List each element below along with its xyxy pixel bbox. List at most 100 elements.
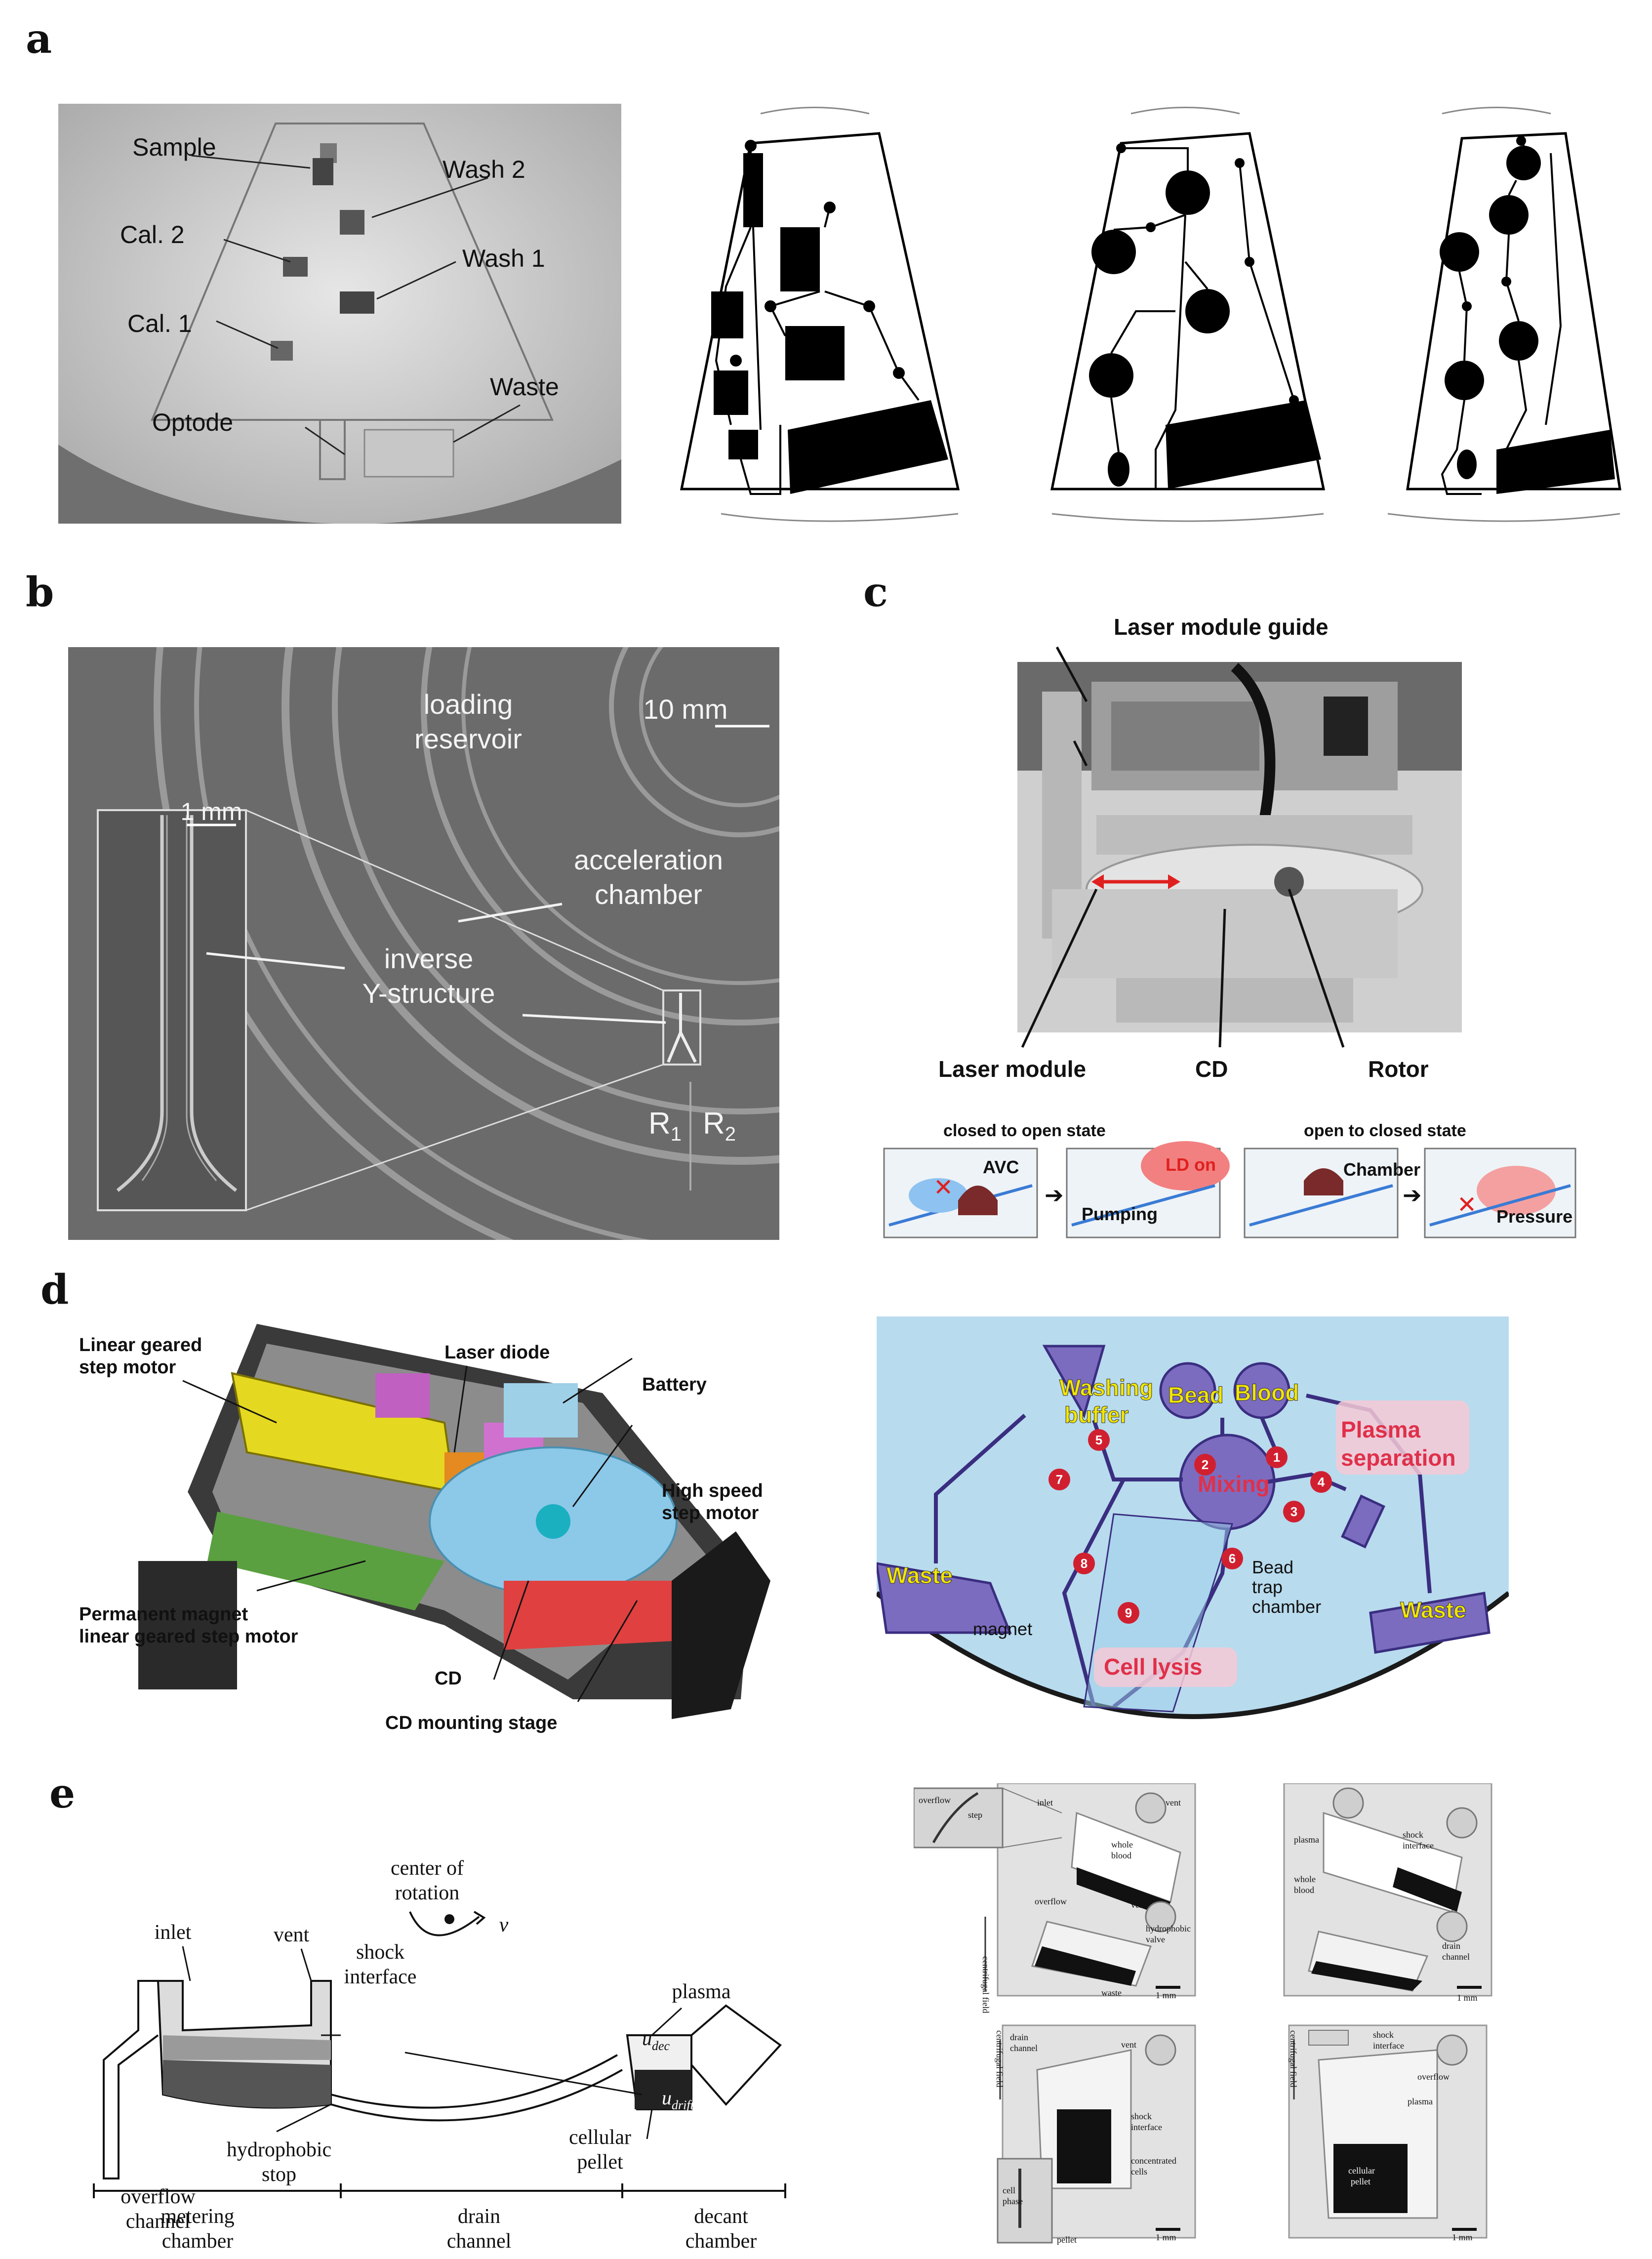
- label-tl-overflow: overflow: [919, 1795, 951, 1805]
- label-cd: CD: [1195, 1056, 1228, 1082]
- label-sample: Sample: [132, 133, 216, 161]
- label-waste-right: Waste: [1400, 1597, 1466, 1623]
- label-bead: Bead: [1168, 1382, 1223, 1408]
- label-bead-trap-3: chamber: [1252, 1597, 1321, 1617]
- label-br-interface: interface: [1373, 2041, 1404, 2051]
- label-inlet: inlet: [155, 1921, 192, 1944]
- label-br-cellular: cellular: [1348, 2166, 1375, 2176]
- label-loading: loading: [424, 689, 513, 720]
- label-tr-blood: blood: [1294, 1885, 1314, 1895]
- label-cd-mounting-stage: CD mounting stage: [385, 1713, 557, 1733]
- label-battery: Battery: [642, 1374, 707, 1395]
- label-scale-10mm: 10 mm: [643, 694, 727, 725]
- svg-text:➔: ➔: [1403, 1182, 1422, 1208]
- label-u-drift-sub: drift: [672, 2098, 694, 2112]
- label-br-pellet: pellet: [1351, 2177, 1370, 2186]
- label-chamber: chamber: [595, 879, 702, 910]
- label-step-motor-2: step motor: [662, 1503, 759, 1523]
- label-open-to-closed: open to closed state: [1304, 1121, 1466, 1140]
- label-decant: decant: [694, 2205, 748, 2228]
- panel-a-schematic-3: [1387, 107, 1621, 522]
- label-pellet: pellet: [577, 2151, 623, 2174]
- label-inverse: inverse: [384, 943, 474, 974]
- label-drain-channel: channel: [447, 2230, 512, 2253]
- label-center-of: center of: [391, 1857, 464, 1880]
- label-r1: R: [648, 1107, 671, 1141]
- label-mixing: Mixing: [1198, 1471, 1270, 1497]
- label-v: v: [499, 1914, 509, 1936]
- label-ld-on: LD on: [1166, 1154, 1216, 1175]
- label-overflow: overflow: [121, 2185, 196, 2208]
- label-tl-hydrophobic: hydrophobic: [1146, 1924, 1191, 1933]
- label-separation: separation: [1341, 1445, 1456, 1471]
- label-tl-valve: valve: [1146, 1934, 1165, 1944]
- panel-label-e: e: [49, 1770, 76, 1817]
- label-tl-step: step: [968, 1810, 982, 1820]
- label-avc: AVC: [983, 1157, 1019, 1177]
- panel-d-cd-layout: 1 2 3 4 5 6 7 8 9 Washing buffer Bead Bl…: [877, 1316, 1509, 1736]
- label-bl-scale: 1 mm: [1156, 2232, 1176, 2242]
- label-wash2: Wash 2: [443, 156, 525, 183]
- label-wash1: Wash 1: [462, 245, 545, 272]
- label-bl-cell: cell: [1003, 2185, 1015, 2195]
- label-metering: metering: [161, 2205, 234, 2228]
- label-tl-inlet: inlet: [1037, 1798, 1053, 1807]
- valve-9: 9: [1125, 1605, 1132, 1620]
- label-tr-shock: shock: [1403, 1830, 1423, 1840]
- label-bl-interface: interface: [1131, 2122, 1162, 2132]
- label-br-shock: shock: [1373, 2030, 1394, 2040]
- label-drain: drain: [458, 2205, 500, 2228]
- panel-label-a: a: [26, 15, 52, 63]
- label-u-drift: u: [662, 2087, 672, 2109]
- label-interface: interface: [344, 1966, 417, 1988]
- valve-1: 1: [1273, 1450, 1280, 1465]
- panel-label-b: b: [26, 569, 54, 616]
- panel-label-c: c: [863, 569, 888, 616]
- label-bl-channel: channel: [1010, 2043, 1038, 2053]
- label-bl-vent: vent: [1121, 2040, 1136, 2050]
- label-bl-shock: shock: [1131, 2111, 1152, 2121]
- panel-e-schematic: center of rotation v inlet vent shock in…: [93, 1857, 786, 2253]
- label-r2-sub: 2: [725, 1123, 736, 1145]
- label-bead-trap-1: Bead: [1252, 1557, 1293, 1577]
- panel-a-schematic-2: [1050, 107, 1326, 522]
- svg-text:✕: ✕: [933, 1175, 953, 1201]
- label-br-overflow: overflow: [1417, 2072, 1450, 2082]
- label-tl-vent-2: vent: [1131, 1900, 1146, 1910]
- svg-text:✕: ✕: [1457, 1192, 1477, 1218]
- label-rotor: Rotor: [1368, 1056, 1429, 1082]
- label-bl-drain: drain: [1010, 2032, 1028, 2042]
- label-bl-pellet: pellet: [1057, 2235, 1077, 2245]
- label-reservoir: reservoir: [414, 723, 522, 754]
- label-stop: stop: [262, 2163, 296, 2186]
- label-linear-geared: Linear geared: [79, 1335, 202, 1355]
- label-laser-module: Laser module: [938, 1056, 1086, 1082]
- label-acceleration: acceleration: [574, 844, 723, 875]
- label-cd-d: CD: [435, 1668, 462, 1689]
- valve-8: 8: [1081, 1556, 1088, 1571]
- label-tl-vent: vent: [1166, 1798, 1181, 1807]
- label-vent: vent: [274, 1924, 310, 1946]
- svg-text:➔: ➔: [1045, 1182, 1064, 1208]
- label-buffer: buffer: [1064, 1402, 1128, 1428]
- label-permanent-magnet: Permanent magnet: [79, 1604, 248, 1625]
- label-decant-chamber: chamber: [685, 2230, 757, 2253]
- label-br-plasma: plasma: [1408, 2096, 1433, 2106]
- label-tl-blood: blood: [1111, 1850, 1131, 1860]
- panel-a-photo: Sample Wash 2 Cal. 2 Wash 1 Cal. 1 Waste…: [58, 104, 621, 524]
- label-laser-diode: Laser diode: [444, 1342, 550, 1363]
- label-y-structure: Y-structure: [363, 978, 495, 1009]
- svg-text:R1: R1: [648, 1107, 682, 1145]
- svg-text:udrift: udrift: [662, 2087, 694, 2112]
- label-blood: Blood: [1235, 1380, 1299, 1405]
- label-pressure: Pressure: [1496, 1206, 1572, 1227]
- label-waste: Waste: [490, 373, 559, 401]
- panel-a-schematic-1: [680, 107, 960, 522]
- svg-text:udec: udec: [642, 2027, 670, 2053]
- label-u-dec: u: [642, 2027, 652, 2050]
- label-bl-field: centrifugal field: [995, 2030, 1005, 2087]
- panel-c: Laser module guide Laser module CD Rotor…: [883, 614, 1576, 1238]
- label-pumping: Pumping: [1082, 1204, 1158, 1224]
- label-chamber-c: Chamber: [1343, 1159, 1420, 1180]
- label-rotation: rotation: [395, 1882, 460, 1904]
